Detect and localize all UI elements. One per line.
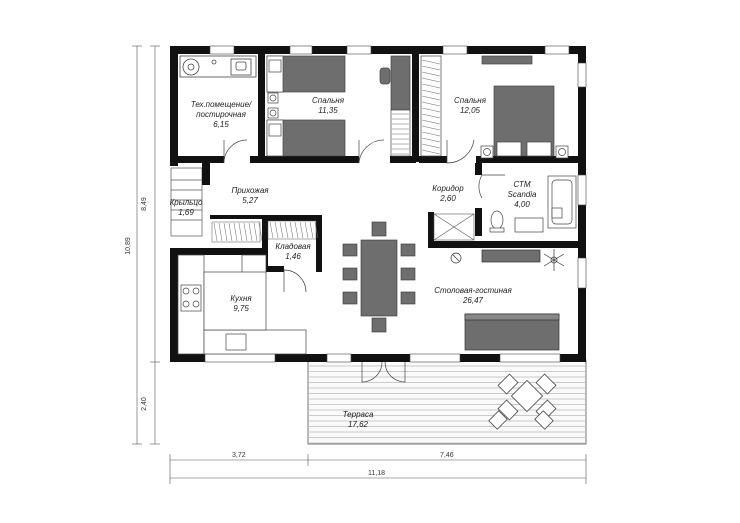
- bedroom1-furniture: [266, 55, 411, 157]
- room-label-bedroom2: Спальня 12,05: [440, 96, 500, 116]
- room-label-kitchen: Кухня 9,75: [216, 294, 266, 314]
- room-name: Прихожая: [231, 186, 269, 195]
- room-label-pantry: Кладовая 1,46: [268, 242, 318, 262]
- dimension-bottom-left: 3,72: [232, 452, 246, 459]
- room-area: 1,46: [285, 252, 301, 261]
- room-label-porch: Крыльцо 1,69: [164, 198, 208, 218]
- room-name: Тех.помещение/ постирочная: [190, 100, 252, 119]
- room-label-utility: Тех.помещение/ постирочная 6,15: [176, 100, 266, 130]
- plant-icon: [543, 249, 565, 271]
- room-area: 26,47: [462, 296, 484, 305]
- pantry-shelf: [267, 220, 317, 240]
- room-area: 4,00: [514, 200, 530, 209]
- room-name: Кухня: [230, 294, 252, 303]
- utility-fixtures: [179, 55, 257, 78]
- room-area: 5,27: [242, 196, 258, 205]
- room-name: СТМ Scandia: [507, 180, 537, 199]
- dining-set: [342, 221, 416, 333]
- dimension-bottom-total: 11,18: [368, 470, 385, 477]
- terrace-decking: [307, 359, 587, 445]
- dimension-left-upper: 8,49: [140, 197, 148, 211]
- room-label-corridor: Коридор 2,60: [418, 184, 478, 204]
- dimension-left-total: 10,89: [124, 237, 132, 255]
- porch-stairs: [170, 167, 203, 237]
- room-name: Спальня: [454, 96, 486, 105]
- hallway-wardrobe-hatch: [213, 222, 263, 242]
- room-area: 1,69: [178, 208, 194, 217]
- room-area: 11,35: [318, 106, 338, 115]
- room-label-hallway: Прихожая 5,27: [220, 186, 280, 206]
- corridor-storage: [433, 213, 475, 241]
- bedroom1-wardrobe-hatch: [392, 113, 409, 155]
- room-area: 17,62: [347, 420, 369, 429]
- bedroom2-furniture: [420, 55, 569, 159]
- bedroom2-wardrobe-hatch: [421, 59, 441, 155]
- hallway-wardrobe: [211, 221, 261, 243]
- room-name: Коридор: [432, 184, 464, 193]
- room-name: Столовая-гостиная: [434, 286, 512, 295]
- room-area: 12,05: [459, 106, 481, 115]
- dimension-left-lower: 2,40: [140, 397, 148, 411]
- interior-walls: [178, 54, 586, 272]
- pantry-shelf-hatch: [269, 221, 319, 239]
- terrace-deck-boards: [309, 365, 585, 444]
- room-area: 2,60: [440, 194, 456, 203]
- bathroom-fixtures: [489, 175, 577, 233]
- room-name: Спальня: [312, 96, 344, 105]
- dimension-lines: [132, 45, 587, 484]
- kitchen-furniture: [177, 254, 307, 355]
- room-name: Терраса: [342, 410, 374, 419]
- living-furniture: [450, 249, 560, 351]
- room-name: Кладовая: [275, 242, 311, 251]
- dimension-bottom-right: 7,46: [440, 452, 454, 459]
- room-name: Крыльцо: [169, 198, 203, 207]
- room-area: 9,75: [233, 304, 249, 313]
- room-label-bathroom: СТМ Scandia 4,00: [500, 180, 544, 210]
- doors: [223, 139, 505, 383]
- room-label-bedroom1: Спальня 11,35: [298, 96, 358, 116]
- room-label-living: Столовая-гостиная 26,47: [418, 286, 528, 306]
- terrace-small-table: [488, 410, 554, 430]
- room-label-terrace: Терраса 17,62: [328, 410, 388, 430]
- room-area: 6,15: [213, 120, 229, 129]
